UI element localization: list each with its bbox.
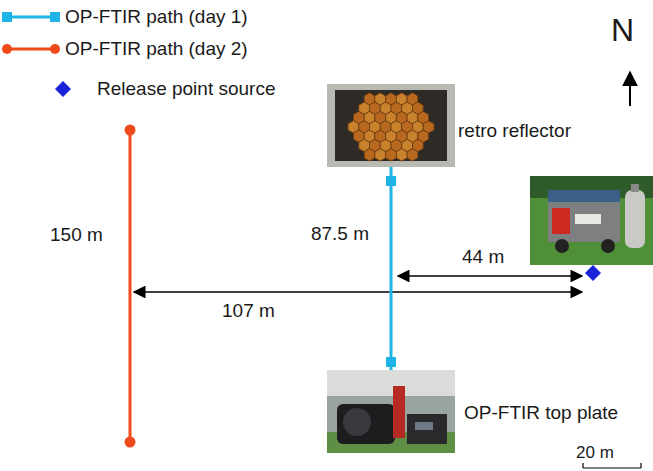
legend-source-sample xyxy=(55,81,71,97)
dimension-label: 87.5 m xyxy=(309,223,371,245)
day2-path xyxy=(125,125,136,448)
legend-text: OP-FTIR path (day 1) xyxy=(65,6,248,28)
day1-path xyxy=(386,167,396,370)
scale-bar xyxy=(583,463,641,468)
photo-illustration xyxy=(327,370,455,453)
photo-caption: retro reflector xyxy=(458,120,571,142)
dimension-label: 44 m xyxy=(462,246,504,268)
photo-illustration xyxy=(327,84,455,167)
photo-caption: OP-FTIR top plate xyxy=(464,402,618,424)
legend-text: Release point source xyxy=(97,78,276,100)
north-arrow xyxy=(629,72,631,106)
legend-day1-sample xyxy=(2,12,60,22)
dimension-label: 107 m xyxy=(222,300,275,322)
dimension-line-44 xyxy=(398,275,582,277)
release-point xyxy=(585,265,601,281)
scale-label: 20 m xyxy=(576,443,614,463)
dimension-line-107 xyxy=(134,291,582,293)
dimension-label: 150 m xyxy=(50,224,103,246)
instrument-photo: OP-FTIR top plate xyxy=(327,370,455,453)
trailer-photo xyxy=(530,176,653,265)
legend-day2-sample xyxy=(2,44,60,54)
retro-reflector-photo: retro reflector xyxy=(327,84,455,167)
north-label: N xyxy=(611,12,634,48)
legend-text: OP-FTIR path (day 2) xyxy=(65,38,248,60)
